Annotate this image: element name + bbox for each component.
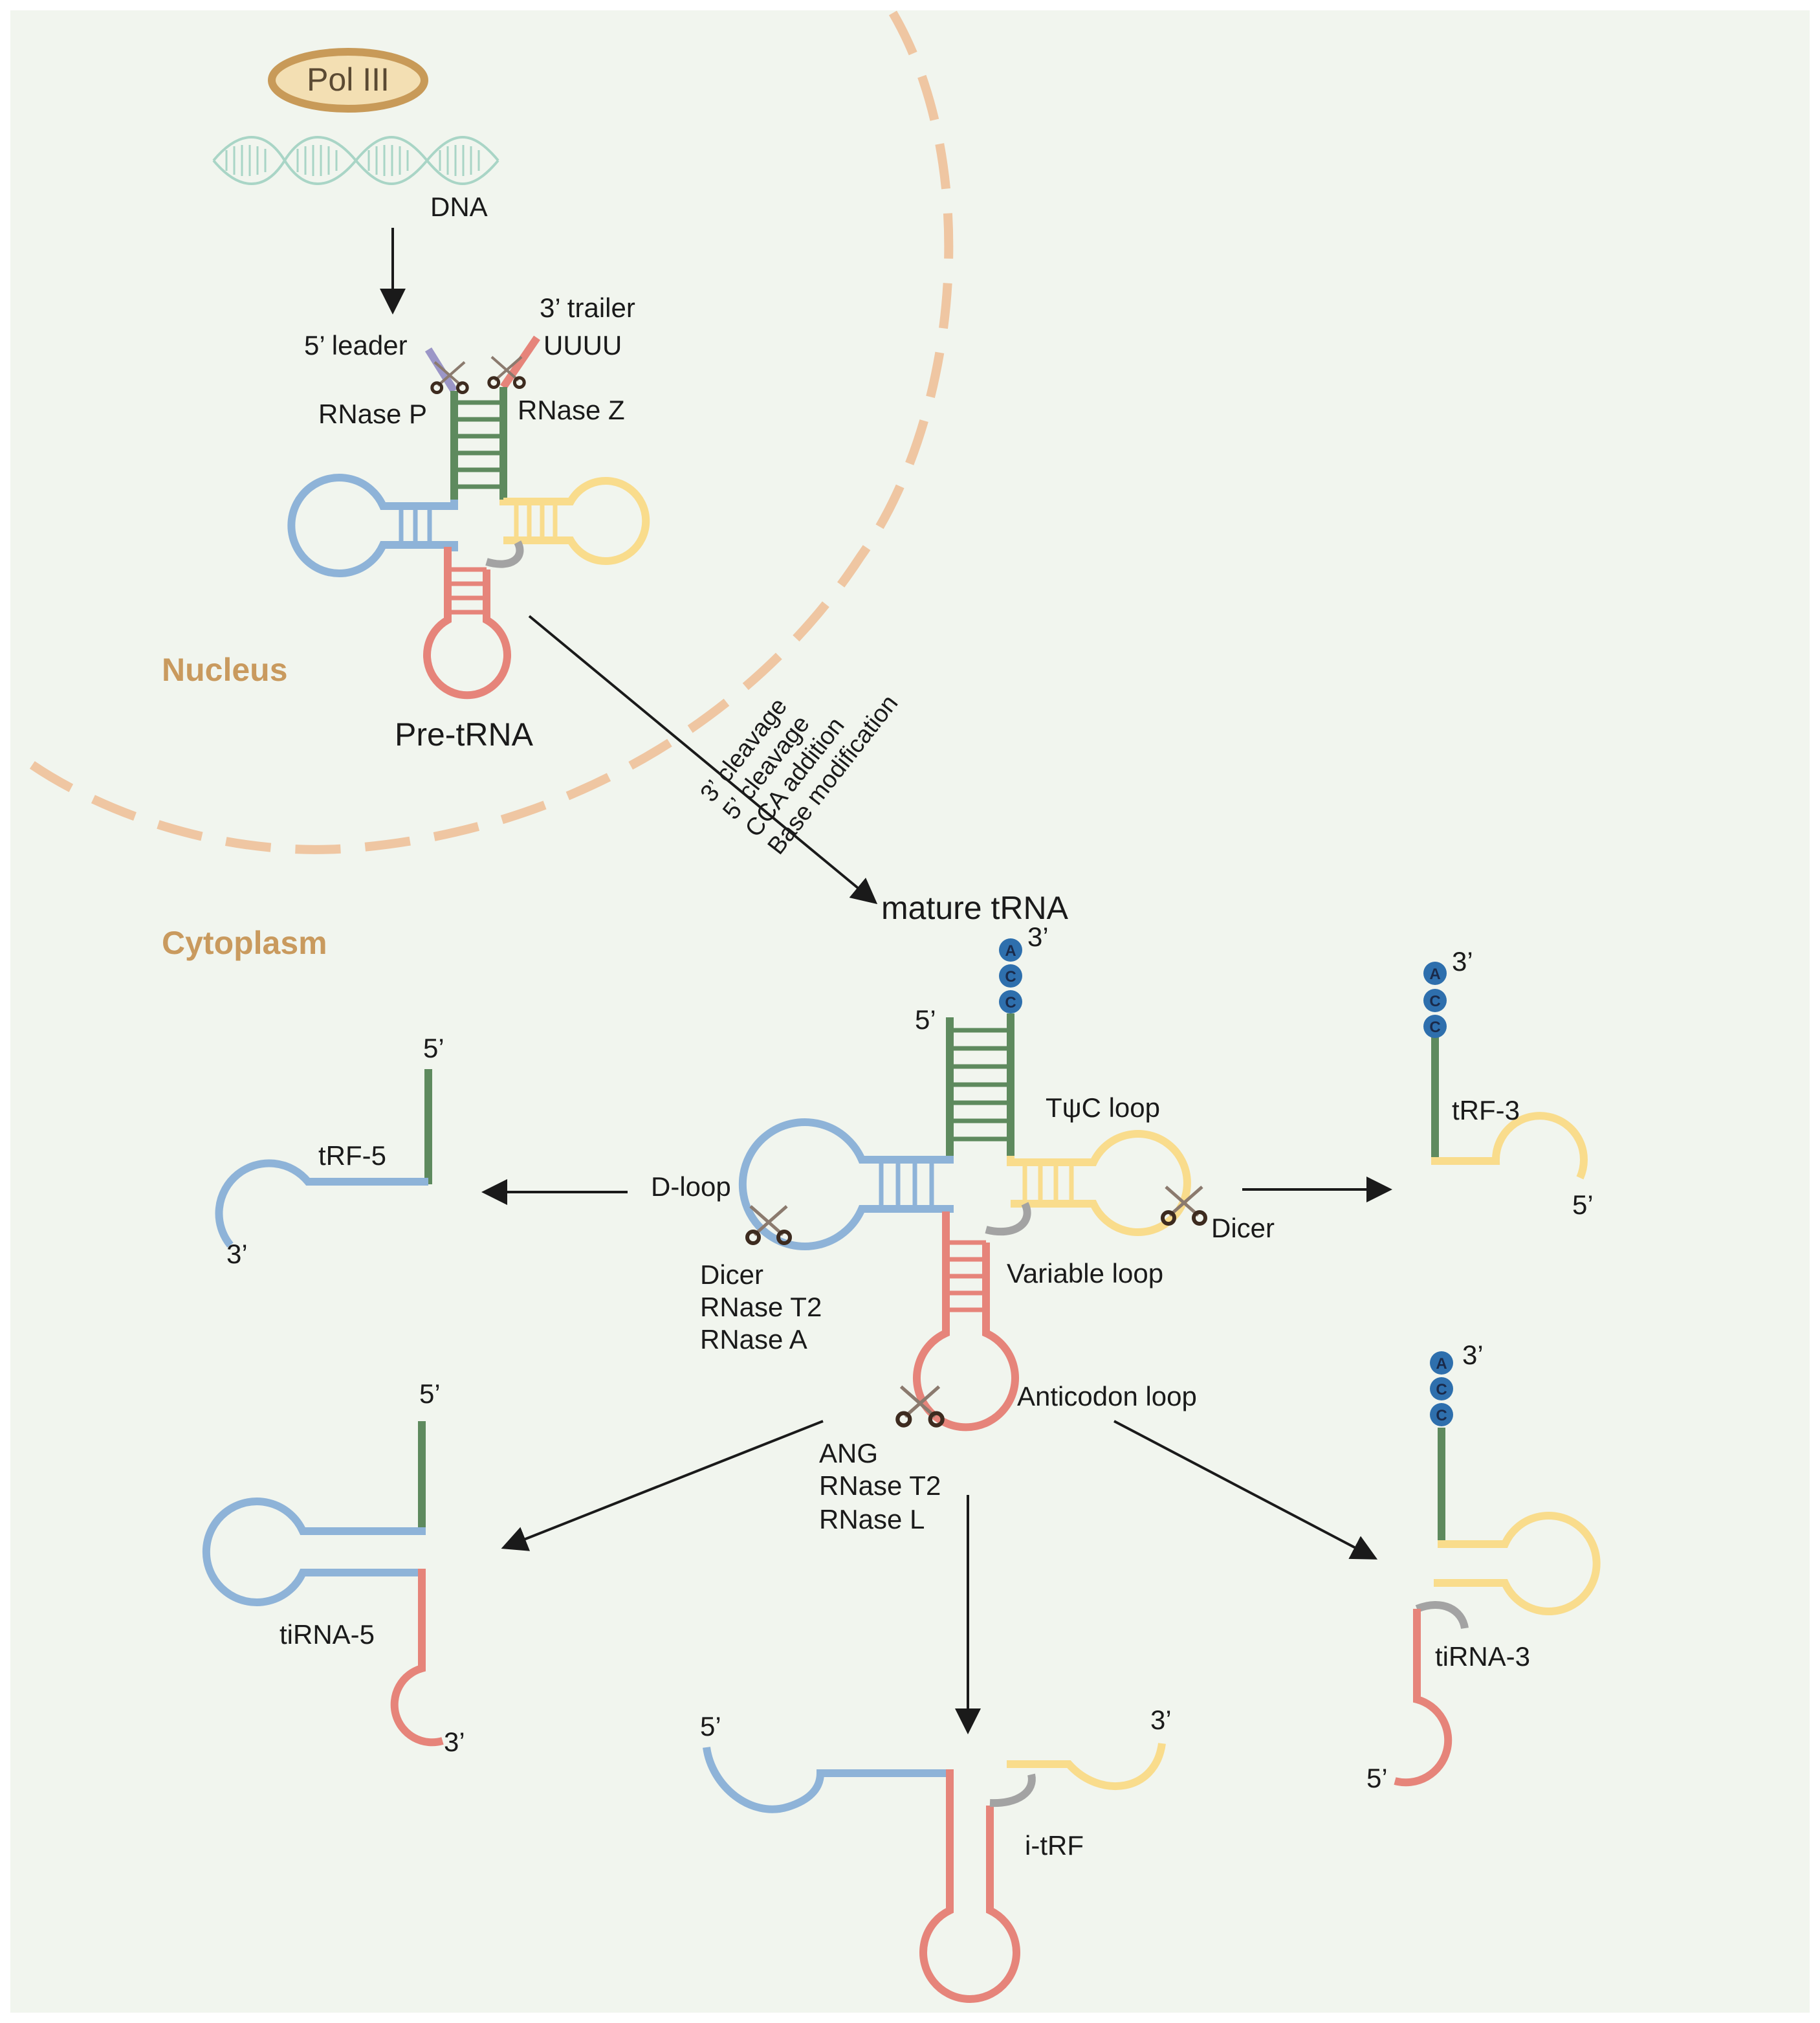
anticodon-loop-label: Anticodon loop — [1017, 1381, 1197, 1411]
trf3-3-prime: 3’ — [1452, 946, 1473, 977]
tirna3-cca-a: A — [1436, 1355, 1447, 1373]
itrf-fragment — [703, 1743, 1166, 2003]
dloop-enzyme-3: RNase A — [700, 1324, 807, 1354]
mature-cca-tail: A C C — [999, 938, 1022, 1013]
tirna3-label: tiRNA-3 — [1435, 1641, 1530, 1672]
background — [10, 10, 1810, 2013]
cytoplasm-label: Cytoplasm — [162, 925, 327, 961]
dna-helix-icon — [212, 136, 499, 185]
anticodon-enzyme-3: RNase L — [819, 1504, 925, 1534]
anticodon-enzyme-1: ANG — [819, 1438, 878, 1468]
pol-iii: Pol III — [268, 48, 428, 113]
mature-5-prime: 5’ — [915, 1004, 936, 1035]
mature-trna-structure — [738, 1013, 1191, 1432]
mature-3-prime: 3’ — [1027, 922, 1049, 952]
cca-c1: C — [1005, 968, 1016, 986]
trf5-fragment — [215, 1069, 432, 1248]
trf3-cca-c1: C — [1429, 993, 1440, 1010]
itrf-label: i-tRF — [1025, 1830, 1084, 1861]
variable-loop-label: Variable loop — [1007, 1258, 1163, 1288]
nucleus-label: Nucleus — [162, 652, 288, 688]
dna-label: DNA — [430, 192, 488, 222]
pol-iii-label: Pol III — [307, 61, 389, 98]
trailer-label-1: 3’ trailer — [540, 293, 635, 323]
tirna3-cca-c1: C — [1436, 1381, 1447, 1398]
tirna3-cca-tail: A C C — [1430, 1351, 1453, 1426]
cca-a: A — [1005, 942, 1016, 960]
tirna5-5-prime: 5’ — [419, 1378, 441, 1409]
trf5-3-prime: 3’ — [226, 1239, 248, 1269]
anticodon-enzyme-2: RNase T2 — [819, 1470, 941, 1501]
tirna3-5-prime: 5’ — [1366, 1763, 1388, 1793]
5-leader-strand — [424, 347, 458, 393]
trf3-cca-c2: C — [1429, 1019, 1440, 1036]
trf5-5-prime: 5’ — [423, 1033, 444, 1063]
dicer-label-t: Dicer — [1211, 1213, 1275, 1243]
leader-label: 5’ leader — [304, 330, 408, 360]
rnase-p-label: RNase P — [318, 399, 427, 429]
arrow-to-tirna3 — [1113, 1420, 1378, 1560]
pre-trna-label: Pre-tRNA — [395, 716, 534, 753]
tirna5-fragment — [202, 1421, 444, 1747]
processing-arrow — [528, 615, 878, 905]
d-loop-label: D-loop — [651, 1171, 731, 1202]
trailer-label-2: UUUU — [543, 330, 622, 360]
cca-c2: C — [1005, 994, 1016, 1012]
arrow-to-tirna5 — [501, 1420, 824, 1551]
pre-trna-structure — [287, 335, 650, 700]
trf3-5-prime: 5’ — [1572, 1189, 1594, 1220]
itrf-5-prime: 5’ — [700, 1711, 721, 1741]
tirna3-cca-c2: C — [1436, 1407, 1447, 1424]
rnase-z-label: RNase Z — [518, 395, 625, 425]
trf3-cca-tail: A C C — [1423, 962, 1447, 1038]
trf3-fragment — [1431, 1035, 1588, 1180]
dloop-enzyme-2: RNase T2 — [700, 1292, 822, 1322]
tirna5-3-prime: 3’ — [444, 1727, 465, 1757]
trf3-label: tRF-3 — [1452, 1095, 1520, 1125]
itrf-3-prime: 3’ — [1150, 1705, 1172, 1735]
trf3-cca-a: A — [1429, 966, 1440, 983]
3-trailer-strand — [500, 335, 540, 390]
tirna5-label: tiRNA-5 — [280, 1619, 375, 1650]
nuclear-membrane — [10, 10, 954, 854]
tirna3-3-prime: 3’ — [1462, 1340, 1484, 1370]
dloop-enzyme-1: Dicer — [700, 1259, 763, 1290]
trf5-label: tRF-5 — [318, 1140, 386, 1171]
mature-trna-label: mature tRNA — [881, 890, 1069, 926]
tpsic-loop-label: TψC loop — [1046, 1092, 1160, 1123]
tirna3-fragment — [1394, 1428, 1601, 1787]
